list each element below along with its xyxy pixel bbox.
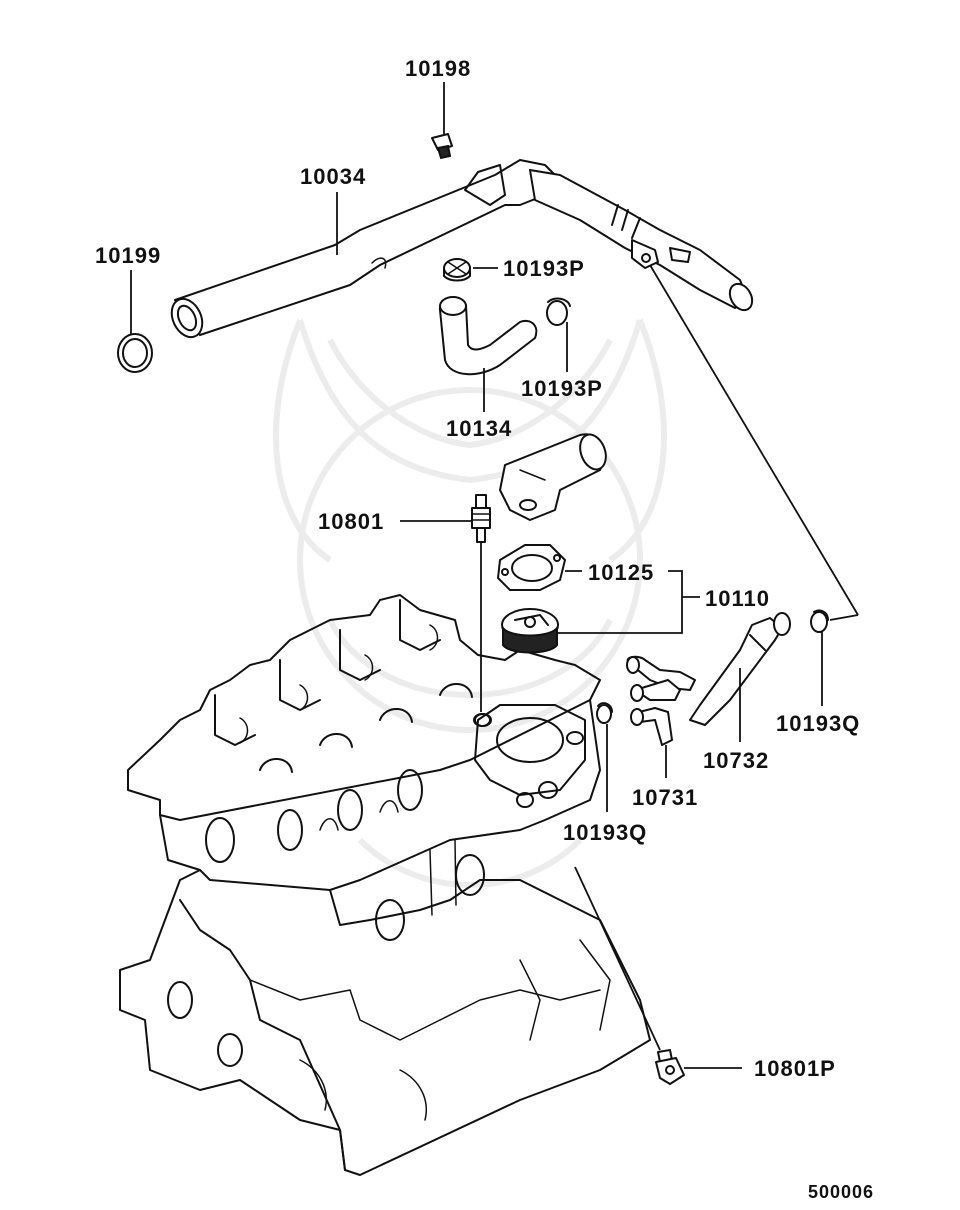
label-10110: 10110 (705, 586, 770, 611)
temp-sensor-10801 (471, 494, 491, 727)
hose-clamp-10193Q-center (596, 702, 613, 724)
label-10193Q-center: 10193Q (563, 820, 647, 845)
hose-clamp-10193P-upper (443, 258, 471, 282)
hose-clamp-10193Q-right (810, 609, 829, 633)
label-10034: 10034 (300, 164, 366, 189)
water-pipe-10034 (170, 159, 754, 339)
engine-block (119, 594, 651, 1176)
label-10801P: 10801P (754, 1056, 836, 1081)
gasket-ring-10199 (117, 333, 153, 373)
label-10193P-lower: 10193P (521, 376, 603, 401)
hose-10732 (689, 612, 791, 726)
label-10731: 10731 (632, 785, 698, 810)
label-10732: 10732 (703, 748, 769, 773)
label-10125: 10125 (588, 560, 654, 585)
watermark-emblem (273, 318, 667, 888)
thermostat-housing-cover (499, 433, 607, 521)
hose-clamp-10193P-lower (546, 297, 571, 326)
label-10193P-upper: 10193P (503, 256, 585, 281)
label-10198: 10198 (405, 56, 471, 81)
label-10199: 10199 (95, 243, 161, 268)
label-10193Q-right: 10193Q (776, 711, 860, 736)
temp-sender-10801P (655, 1049, 685, 1085)
pipe-10731 (626, 655, 696, 746)
diagram-number: 500006 (808, 1182, 874, 1202)
leader-lines (130, 82, 859, 1069)
bolt-10198 (431, 133, 453, 160)
thermostat (501, 608, 559, 654)
gasket-10125 (497, 544, 566, 591)
label-10134: 10134 (446, 416, 512, 441)
label-10801: 10801 (318, 509, 384, 534)
hose-10134 (438, 296, 538, 376)
